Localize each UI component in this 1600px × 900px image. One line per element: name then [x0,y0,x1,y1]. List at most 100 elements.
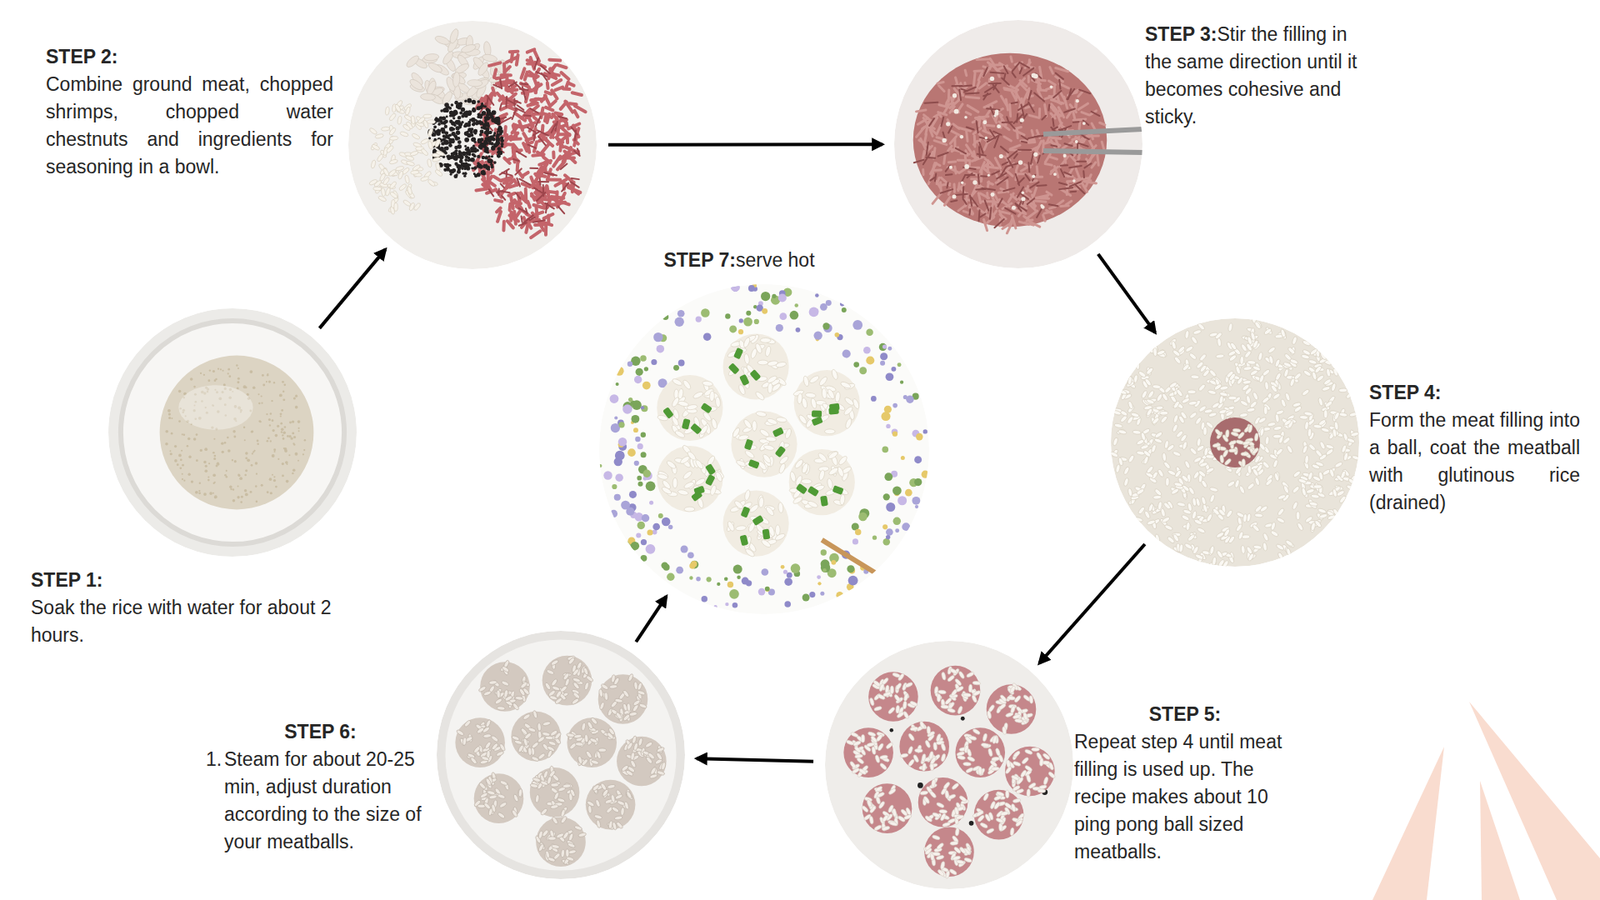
illustration-shape [225,414,227,416]
illustration-shape [992,65,1001,74]
illustration-shape [280,409,284,412]
illustration-shape [541,170,553,175]
illustration-shape [444,140,449,145]
illustration-shape [1101,141,1105,151]
illustration-shape [952,93,957,98]
illustration-shape [480,142,484,146]
step-photo [1110,317,1361,570]
illustration-shape [510,50,519,54]
illustration-shape [1074,100,1078,108]
illustration-shape [471,137,477,143]
illustration-shape [437,137,442,142]
illustration-shape [487,180,495,186]
illustration-shape [1000,95,1007,106]
illustration-shape [486,97,489,108]
illustration-shape [960,153,970,155]
illustration-shape [1066,111,1071,119]
illustration-shape [437,123,440,126]
illustration-shape [467,110,472,115]
illustration-shape [557,135,567,145]
illustration-shape [1261,426,1270,431]
illustration-shape [1045,104,1047,116]
illustration-shape [444,56,458,74]
illustration-shape [216,462,220,465]
illustration-shape [282,390,285,393]
illustration-shape [456,144,461,149]
illustration-shape [1008,150,1017,158]
illustration-shape [1126,405,1135,415]
illustration-shape [534,86,539,94]
illustration-shape [962,199,973,201]
illustration-shape [496,130,498,135]
illustration-shape [548,68,554,80]
illustration-shape [1016,195,1026,205]
illustration-shape [1262,402,1271,411]
illustration-shape [476,140,482,145]
illustration-shape [436,153,440,157]
illustration-shape [1323,359,1333,367]
illustration-shape [516,150,526,157]
illustration-shape [536,192,545,201]
illustration-shape [433,140,437,145]
illustration-shape [428,137,431,140]
illustration-shape [925,157,935,159]
illustration-shape [390,170,400,178]
illustration-shape [1010,123,1015,130]
illustration-shape [1155,506,1165,513]
illustration-shape [183,434,186,437]
illustration-shape [224,474,227,477]
illustration-shape [1007,163,1020,167]
illustration-shape [282,437,285,440]
illustration-shape [1235,467,1241,477]
illustration-shape [495,141,500,155]
illustration-shape [260,395,263,397]
illustration-shape [478,144,484,150]
illustration-shape [1255,455,1265,464]
illustration-shape [490,163,493,166]
illustration-shape [540,165,546,177]
illustration-shape [570,181,580,188]
illustration-shape [1016,78,1025,88]
illustration-shape [482,123,485,126]
illustration-shape [462,112,467,117]
illustration-shape [503,97,515,101]
illustration-shape [394,202,399,211]
illustration-shape [490,162,495,171]
illustration-shape [950,136,956,145]
illustration-shape [225,470,228,472]
illustration-shape [507,220,514,228]
illustration-shape [986,124,995,128]
illustration-shape [555,121,557,131]
illustration-shape [947,167,958,173]
illustration-shape [245,456,248,460]
illustration-shape [435,130,439,134]
illustration-shape [441,129,446,134]
illustration-shape [535,116,541,127]
illustration-shape [1016,204,1026,210]
illustration-shape [486,130,490,133]
illustration-shape [487,168,490,171]
illustration-shape [389,190,399,200]
illustration-shape [194,418,197,421]
illustration-shape [370,141,378,151]
illustration-shape [1049,80,1056,85]
illustration-shape [198,491,201,495]
illustration-shape [485,121,491,130]
illustration-shape [945,103,954,106]
illustration-shape [533,131,540,136]
illustration-shape [165,430,169,434]
illustration-shape [971,177,982,180]
illustration-shape [425,80,438,97]
illustration-shape [1213,375,1222,385]
illustration-shape [501,221,505,231]
illustration-shape [1050,140,1055,148]
illustration-shape [213,482,215,485]
illustration-shape [1050,169,1055,174]
illustration-shape [949,165,953,170]
illustration-shape [479,133,483,137]
illustration-shape [537,130,549,135]
illustration-shape [565,146,575,151]
illustration-shape [429,85,445,96]
illustration-shape [926,142,929,156]
illustration-shape [546,186,549,198]
